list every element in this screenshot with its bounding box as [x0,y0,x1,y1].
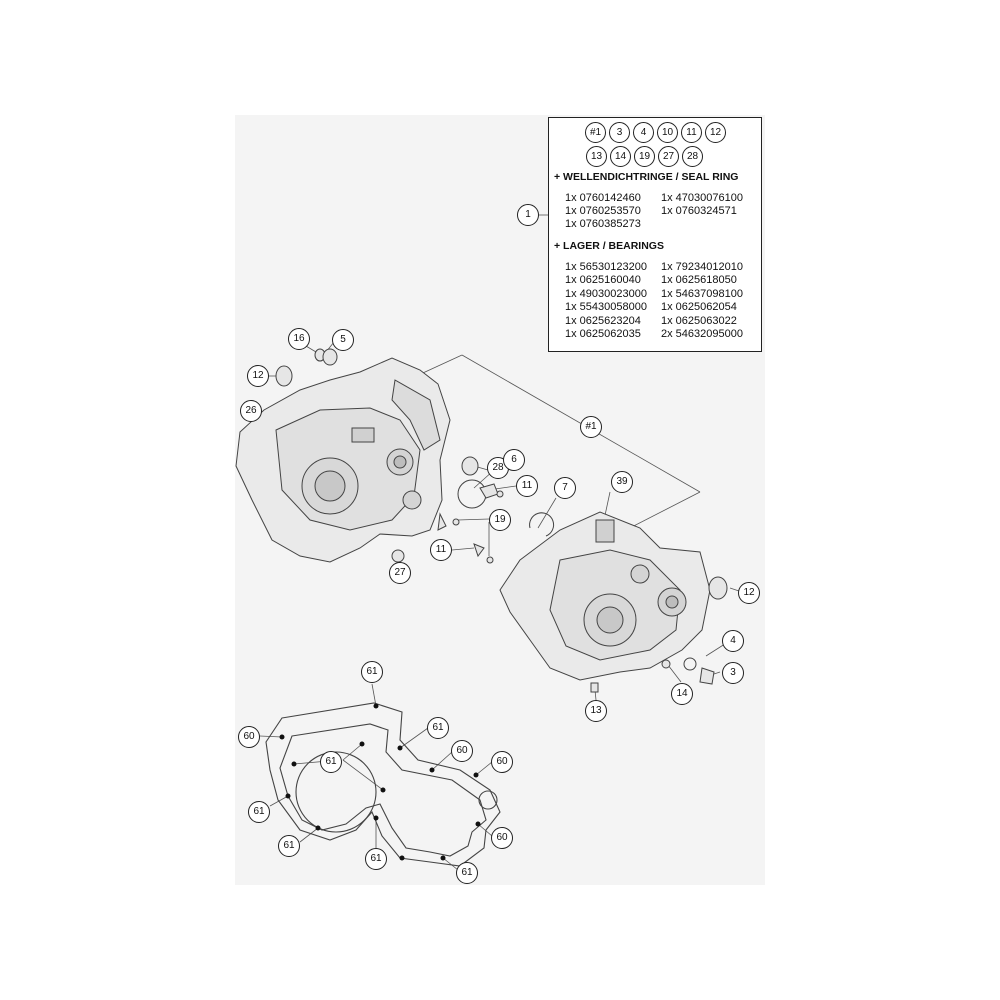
callout-61[interactable]: 61 [456,862,478,884]
kit-ref[interactable]: 14 [610,146,631,167]
bearing-item: 2x 54632095000 [661,328,743,340]
bearing-item: 1x 0625062035 [565,328,641,340]
callout-61[interactable]: 61 [365,848,387,870]
callout-61[interactable]: 61 [427,717,449,739]
callout-60[interactable]: 60 [451,740,473,762]
stop-11-low-a [437,512,447,531]
seal-ring-heading: + WELLENDICHTRINGE / SEAL RING [554,171,739,183]
washer-14 [661,659,671,669]
bearing-item: 1x 0625618050 [661,274,737,286]
screw-3 [699,667,715,685]
bushing-28 [461,456,479,476]
kit-ref[interactable]: 10 [657,122,678,143]
bearing-item: 1x 79234012010 [661,261,743,273]
circlip-7 [529,512,555,537]
bearing-item: 1x 0625623204 [565,315,641,327]
bearing-item: 1x 0625062054 [661,301,737,313]
pin-13 [590,682,599,693]
bearing-item: 1x 56530123200 [565,261,647,273]
callout-12[interactable]: 12 [247,365,269,387]
callout-19[interactable]: 19 [489,509,511,531]
bearing-item: 1x 49030023000 [565,288,647,300]
callout-27[interactable]: 27 [389,562,411,584]
bearing-item: 1x 54637098100 [661,288,743,300]
stop-11-top [479,483,499,499]
gasket-dowel-points [279,703,481,861]
kit-ref[interactable]: 3 [609,122,630,143]
kit-ref[interactable]: 13 [586,146,607,167]
callout-61[interactable]: 61 [248,801,270,823]
kit-ref[interactable]: 27 [658,146,679,167]
leader-line-hash1-b [621,491,701,533]
seal-item: 1x 0760324571 [661,205,737,217]
kit-ref[interactable]: 4 [633,122,654,143]
seal-item: 1x 0760253570 [565,205,641,217]
callout-16[interactable]: 16 [288,328,310,350]
callout-26[interactable]: 26 [240,400,262,422]
bearing-item: 1x 0625160040 [565,274,641,286]
callout-12[interactable]: 12 [738,582,760,604]
kit-ref[interactable]: 12 [705,122,726,143]
callout-hash1[interactable]: #1 [580,416,602,438]
plug-27 [391,549,405,563]
right-crankcase-half [499,511,711,681]
seal-item: 1x 0760385273 [565,218,641,230]
bearing-item: 1x 0625063022 [661,315,737,327]
stop-11-low-b [473,543,485,558]
callout-11[interactable]: 11 [430,539,452,561]
kit-ref[interactable]: 19 [634,146,655,167]
callout-4[interactable]: 4 [722,630,744,652]
callout-5[interactable]: 5 [332,329,354,351]
callout-60[interactable]: 60 [491,827,513,849]
callout-1[interactable]: 1 [517,204,539,226]
callout-11[interactable]: 11 [516,475,538,497]
kit-ref[interactable]: 28 [682,146,703,167]
callout-61[interactable]: 61 [361,661,383,683]
ring-6 [457,479,487,509]
small-parts [275,348,728,693]
kit-ref[interactable]: 11 [681,122,702,143]
seal-12-left [275,365,293,387]
callout-61[interactable]: 61 [278,835,300,857]
callout-60[interactable]: 60 [491,751,513,773]
seal-12-right [708,576,728,600]
callout-6[interactable]: 6 [503,449,525,471]
callout-3[interactable]: 3 [722,662,744,684]
callout-7[interactable]: 7 [554,477,576,499]
bearing-5 [322,348,338,366]
callout-60[interactable]: 60 [238,726,260,748]
callout-13[interactable]: 13 [585,700,607,722]
callout-61[interactable]: 61 [320,751,342,773]
seal-item: 1x 47030076100 [661,192,743,204]
parts-kit-box: #1 3 4 10 11 12 13 14 19 27 28 + WELLEND… [548,117,762,352]
o-ring-4 [683,657,697,671]
seal-item: 1x 0760142460 [565,192,641,204]
callout-39[interactable]: 39 [611,471,633,493]
callout-14[interactable]: 14 [671,683,693,705]
kit-ref[interactable]: #1 [585,122,606,143]
bearings-heading: + LAGER / BEARINGS [554,240,664,252]
left-crankcase-half [235,357,451,563]
bearing-item: 1x 55430058000 [565,301,647,313]
